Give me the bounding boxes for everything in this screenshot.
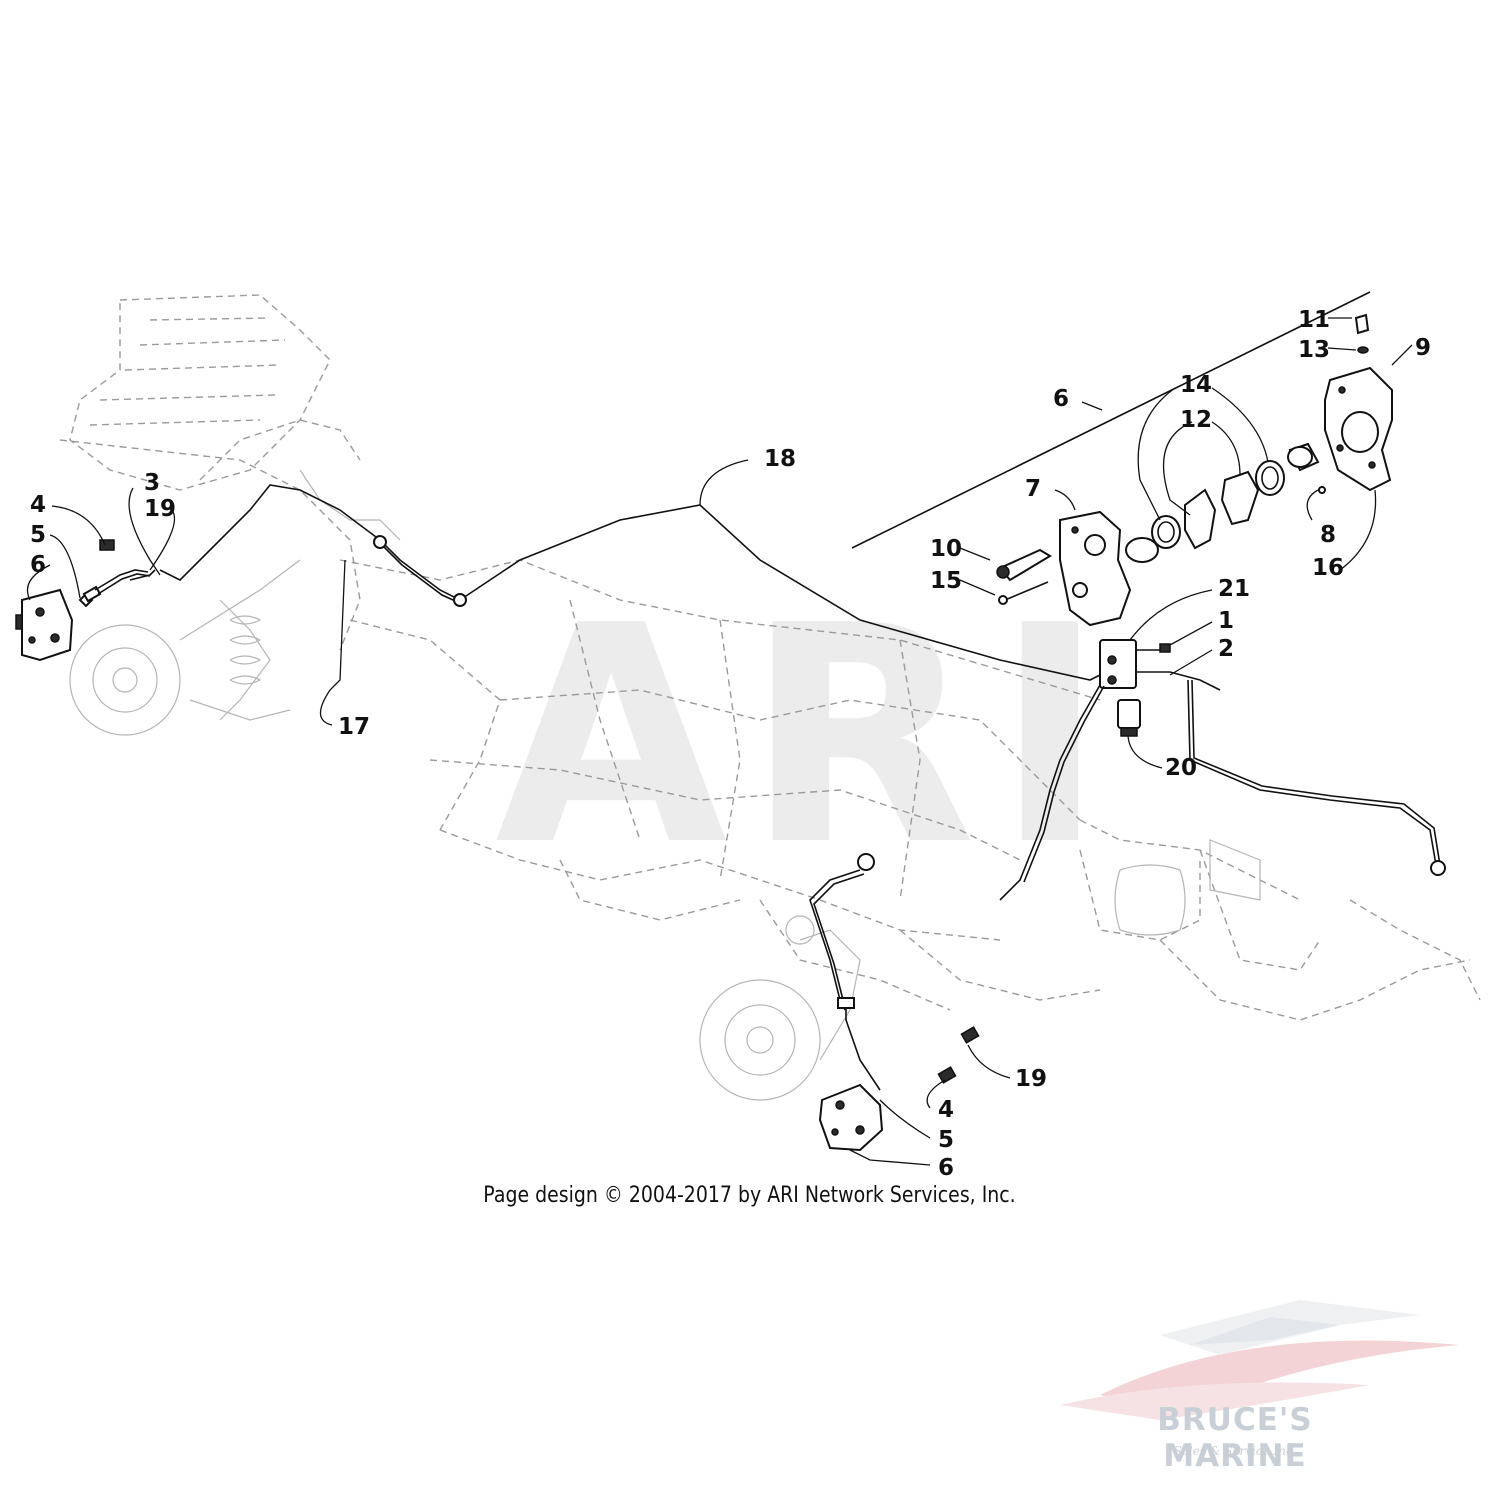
callout-labels: 11 13 9 14 12 6 7 10 15 8 16 21 1 2 20 1… [30, 307, 1431, 1181]
dealer-tagline: Sales & Service Inc. [1173, 1444, 1297, 1458]
callout-18: 18 [764, 446, 796, 472]
callout-6: 6 [30, 552, 46, 578]
callout-12: 12 [1180, 407, 1212, 433]
brake-line-18 [159, 484, 1111, 681]
callout-11: 11 [1298, 307, 1330, 333]
banjo-end [1430, 860, 1446, 876]
callout-3: 3 [144, 470, 160, 496]
callout-6: 6 [1053, 386, 1069, 412]
callout-1: 1 [1218, 608, 1234, 634]
brake-pad-12 [1220, 470, 1260, 526]
brake-light-switch [1117, 699, 1141, 729]
callout-19: 19 [1015, 1066, 1047, 1092]
seal-14 [1255, 460, 1285, 496]
callout-14: 14 [1180, 372, 1212, 398]
ari-watermark: ARI [495, 562, 1124, 911]
callout-20: 20 [1165, 755, 1197, 781]
bottom-caliper [818, 997, 980, 1152]
pin-15 [1004, 581, 1049, 601]
callout-21: 21 [1218, 576, 1250, 602]
callout-7: 7 [1025, 476, 1041, 502]
callout-5: 5 [938, 1127, 954, 1153]
bolt-4 [99, 539, 115, 551]
leader-lines [26, 317, 1413, 1166]
washer-13 [1357, 346, 1369, 354]
bolt-4 [937, 1066, 957, 1084]
bolt-1 [1159, 643, 1171, 653]
callout-8: 8 [1320, 522, 1336, 548]
callout-19: 19 [144, 496, 176, 522]
seal [1151, 515, 1181, 549]
callout-16: 16 [1312, 555, 1344, 581]
callout-6: 6 [938, 1155, 954, 1181]
bleeder-screw-11 [1354, 313, 1370, 335]
front-brake-hose [809, 853, 875, 1011]
dealer-name: BRUCE'S MARINE [1157, 1402, 1313, 1474]
line-fitting [453, 593, 467, 607]
caliper-half-7 [1059, 510, 1132, 627]
junction-assembly [999, 639, 1446, 901]
callout-4: 4 [30, 492, 46, 518]
callout-4: 4 [938, 1097, 954, 1123]
callout-13: 13 [1298, 337, 1330, 363]
brake-pad-12 [1184, 488, 1217, 550]
callout-10: 10 [930, 536, 962, 562]
copyright-notice: Page design © 2004-2017 by ARI Network S… [483, 1183, 1016, 1208]
callout-17: 17 [338, 714, 370, 740]
callout-9: 9 [1415, 335, 1431, 361]
suspension-ghost [69, 469, 1261, 1101]
vehicle-frame-ghost [59, 294, 1481, 1021]
bolt-19 [960, 1026, 980, 1044]
exploded-caliper [851, 291, 1393, 627]
piston [1125, 537, 1159, 563]
left-caliper [15, 539, 156, 662]
o-ring-8 [1318, 486, 1326, 494]
dealer-logo [1060, 1300, 1460, 1420]
callout-15: 15 [930, 568, 962, 594]
callout-2: 2 [1218, 636, 1234, 662]
caliper-group-bracket [851, 291, 1371, 549]
junction-block [1099, 639, 1137, 689]
line-fitting [373, 535, 387, 549]
banjo-fitting [837, 997, 855, 1009]
callout-5: 5 [30, 522, 46, 548]
